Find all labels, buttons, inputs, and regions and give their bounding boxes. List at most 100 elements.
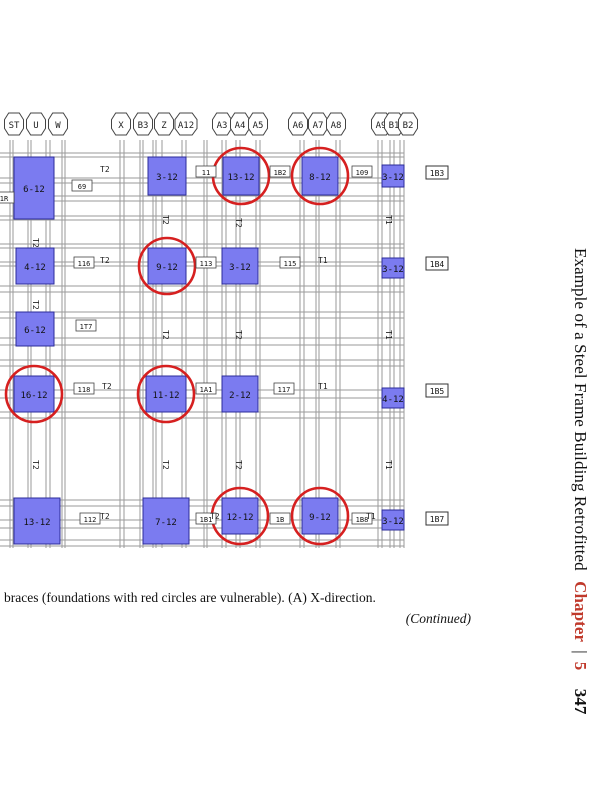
row-tag-box — [425, 383, 449, 398]
axis-bubble — [398, 112, 418, 136]
axis-label: A12 — [178, 121, 194, 131]
member-mark-vertical: T1 — [384, 215, 393, 225]
vulnerable-marker — [4, 364, 64, 424]
foundation-label: 13-12 — [23, 518, 50, 528]
axis-label: A4 — [235, 121, 246, 131]
beam-tag-box — [195, 256, 217, 269]
member-mark-vertical: T1 — [384, 460, 393, 470]
beam-tag-label: 1B — [276, 516, 284, 524]
beam-tag-box — [195, 512, 217, 525]
foundation-pad — [222, 156, 260, 196]
member-mark-vertical: T2 — [161, 215, 170, 225]
axis-bubble — [154, 112, 174, 136]
beam-tag-box — [273, 382, 295, 395]
axis-label: B3 — [138, 121, 149, 131]
beam-tag-label: 1A1 — [200, 386, 213, 394]
axis-bubble — [248, 112, 268, 136]
axis-label: A8 — [331, 121, 342, 131]
beam-tag-box — [269, 165, 291, 178]
chapter-separator: | — [571, 650, 590, 654]
row-tag-box — [425, 165, 449, 180]
member-mark: T2 — [102, 382, 112, 391]
foundation-pad — [221, 247, 259, 285]
foundation-label: 6-12 — [23, 185, 45, 195]
vulnerable-marker — [137, 236, 197, 296]
member-mark-vertical: T2 — [31, 460, 40, 470]
figure-caption: braces (foundations with red circles are… — [4, 590, 376, 605]
beam-tag-label: 11 — [202, 169, 210, 177]
foundation-pad — [145, 375, 187, 413]
foundation-label: 3-12 — [382, 517, 404, 527]
member-mark: T2 — [100, 512, 110, 521]
member-mark-vertical: T2 — [234, 218, 243, 228]
beam-tag-box — [79, 512, 101, 525]
axis-label: X — [118, 121, 124, 131]
vulnerable-marker — [290, 146, 350, 206]
member-mark: T2 — [100, 256, 110, 265]
foundation-pad — [301, 156, 339, 196]
axis-label: A9 — [376, 121, 387, 131]
foundation-pad — [301, 497, 339, 535]
foundation-label: 12-12 — [226, 513, 253, 523]
foundation-pad — [381, 257, 405, 279]
beam-tag-box — [0, 191, 15, 204]
beam-tag-label: 115 — [284, 260, 297, 268]
beam-tag-label: 1B8 — [356, 516, 369, 524]
running-head-title: Example of a Steel Frame Building Retrof… — [571, 248, 590, 571]
member-mark: T1 — [318, 256, 328, 265]
foundation-pad — [13, 156, 55, 220]
member-mark: T2 — [100, 165, 110, 174]
member-mark-vertical: T2 — [161, 330, 170, 340]
vulnerable-marker — [290, 486, 350, 546]
foundation-label: 3-12 — [156, 173, 178, 183]
beam-tag-label: 113 — [200, 260, 213, 268]
beam-tag-label: 1B1 — [200, 516, 213, 524]
axis-label: A3 — [217, 121, 228, 131]
axis-label: B1 — [389, 121, 400, 131]
row-tag-label: 1B7 — [430, 515, 445, 524]
beam-tag-box — [269, 512, 291, 525]
row-tag-box — [425, 256, 449, 271]
foundation-label: 3-12 — [382, 173, 404, 183]
foundation-label: 11-12 — [152, 391, 179, 401]
foundation-pad — [142, 497, 190, 545]
member-mark-vertical: T2 — [234, 460, 243, 470]
axis-bubble — [48, 112, 68, 136]
axis-bubble — [212, 112, 232, 136]
axis-bubble — [230, 112, 250, 136]
foundation-label: 7-12 — [155, 518, 177, 528]
row-tag-box — [425, 511, 449, 526]
axis-bubble — [26, 112, 46, 136]
axis-bubble — [111, 112, 131, 136]
chapter-number: 5 — [571, 661, 590, 671]
vulnerable-marker — [136, 364, 196, 424]
beam-tag-box — [195, 165, 217, 178]
foundation-label: 4-12 — [24, 263, 46, 273]
foundation-label: 6-12 — [24, 326, 46, 336]
page-number: 347 — [571, 688, 590, 715]
foundation-pad — [221, 497, 259, 535]
beam-tag-label: 1R — [0, 195, 9, 203]
member-mark: T2 — [210, 512, 220, 521]
beam-tag-label: 69 — [78, 183, 86, 191]
row-tag-label: 1B4 — [430, 260, 445, 269]
axis-bubble — [174, 112, 198, 136]
member-mark-vertical: T2 — [31, 238, 40, 248]
foundation-pad — [13, 497, 61, 545]
axis-label: B2 — [403, 121, 414, 131]
axis-bubble — [4, 112, 24, 136]
foundation-pad — [381, 387, 405, 409]
axis-bubble — [133, 112, 153, 136]
beam-tag-box — [195, 382, 217, 395]
member-mark: T1 — [318, 382, 328, 391]
beam-tag-box — [73, 256, 95, 269]
beam-tag-box — [351, 512, 373, 525]
foundation-pad — [221, 375, 259, 413]
axis-label: A7 — [313, 121, 324, 131]
foundation-label: 4-12 — [382, 395, 404, 405]
beam-tag-label: 1T7 — [80, 323, 93, 331]
foundation-label: 16-12 — [20, 391, 47, 401]
running-head: Example of a Steel Frame Building Retrof… — [570, 248, 590, 715]
member-mark-vertical: T2 — [31, 300, 40, 310]
axis-label: U — [33, 121, 38, 131]
